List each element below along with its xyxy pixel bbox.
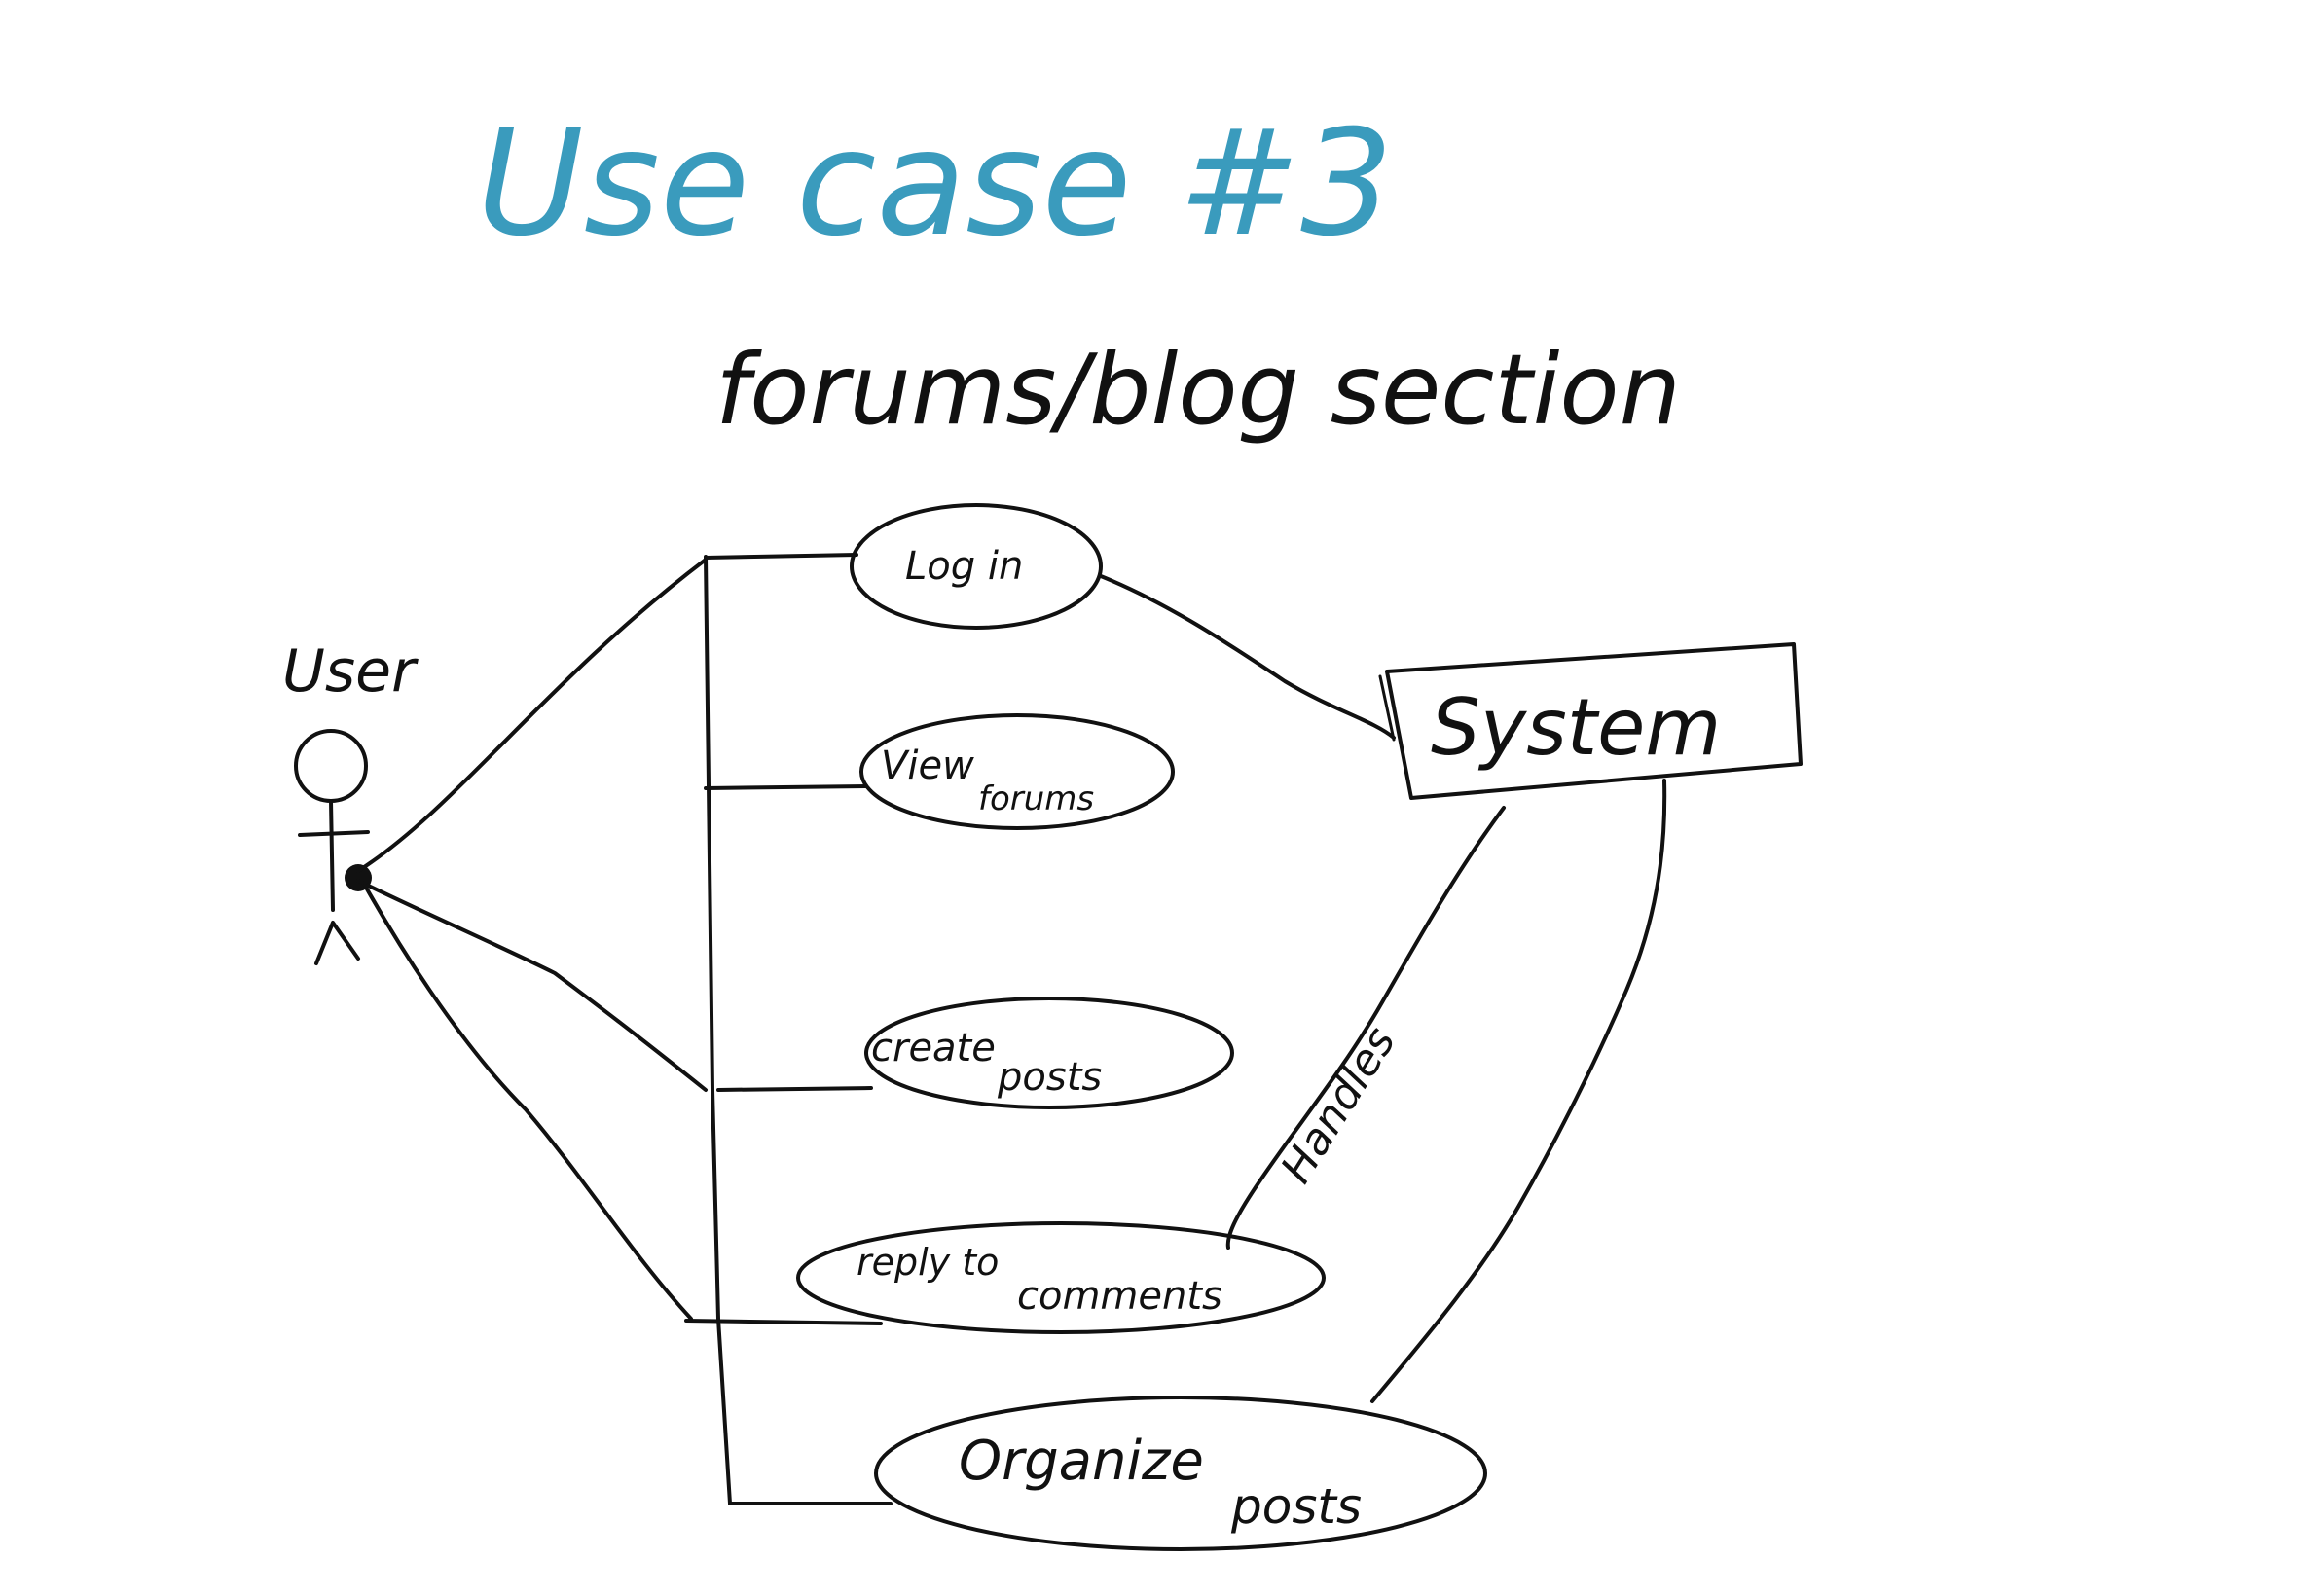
use-case-create-posts-line1: create: [871, 1026, 996, 1070]
diagram-subtitle: forums/blog section: [715, 333, 1681, 447]
use-case-reply-comments: reply to comments: [796, 1221, 1326, 1334]
diagram-title: Use case #3: [477, 99, 1394, 269]
use-case-login-label: Log in: [905, 544, 1023, 589]
use-case-create-posts: create posts: [864, 997, 1234, 1109]
relation-handles-label: Handles: [1271, 1019, 1405, 1192]
use-case-view-forums-line1: View: [881, 744, 974, 788]
login-to-system-line: [1099, 574, 1396, 740]
actor-label: User: [282, 637, 419, 706]
connector-view-forums: [704, 784, 868, 790]
use-case-view-forums: View forums: [859, 713, 1175, 830]
actor-arms: [298, 830, 370, 837]
bracket-line: [704, 555, 732, 1505]
actor-head: [294, 729, 368, 803]
connector-create-posts: [716, 1086, 873, 1092]
use-case-view-forums-line2: forums: [978, 780, 1094, 818]
use-case-organize-posts-line1: Organize: [959, 1430, 1204, 1493]
use-case-reply-comments-line1: reply to: [857, 1241, 999, 1284]
use-case-create-posts-line2: posts: [997, 1055, 1102, 1100]
use-case-organize-posts: Organize posts: [874, 1396, 1487, 1551]
use-case-organize-posts-line2: posts: [1230, 1478, 1362, 1535]
system-label: System: [1431, 682, 1721, 773]
use-case-reply-comments-line2: comments: [1017, 1274, 1222, 1319]
connector-login: [704, 553, 858, 560]
actor-to-login-line: [356, 558, 708, 873]
actor-user: User: [282, 637, 419, 965]
system-box: System: [1378, 642, 1803, 800]
actor-to-reply-line: [363, 884, 693, 1321]
actor-body: [329, 799, 335, 912]
use-case-login: Log in: [850, 503, 1103, 630]
system-to-organize-line: [1370, 779, 1667, 1403]
system-to-reply-line: [1225, 806, 1506, 1250]
connector-reply-comments: [684, 1319, 883, 1325]
actor-legs: [314, 921, 360, 965]
actor-to-create-line: [356, 879, 708, 1092]
